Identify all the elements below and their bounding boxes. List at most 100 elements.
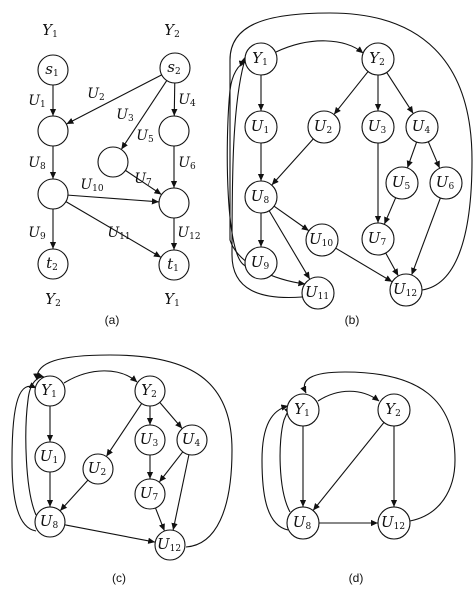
node-circle	[34, 506, 66, 538]
node-u6: U6	[429, 166, 463, 200]
panel-caption: (d)	[349, 571, 364, 585]
edge-label-u10-symbol: U	[80, 177, 93, 193]
edge-label-u12-subscript: 12	[189, 232, 200, 242]
node-circle	[37, 178, 69, 210]
bottom-label-1-subscript: 2	[55, 299, 61, 309]
edge-y2-to-u8	[312, 422, 385, 511]
top-label-1: Y1	[42, 21, 58, 40]
node-u4: U4	[176, 424, 208, 456]
node-circle	[361, 110, 395, 144]
node-u12: U12	[377, 506, 411, 540]
edge-label-u10: U10	[80, 177, 104, 194]
node-circle	[134, 375, 166, 407]
feedback-u8-to-y1	[261, 404, 289, 531]
feedback-u8-to-y2	[25, 372, 45, 516]
node-circle	[244, 246, 278, 280]
top-label-1-symbol: Y	[42, 21, 54, 39]
edge-label-u2: U2	[87, 86, 105, 103]
node-label-u7-symbol: U	[140, 484, 154, 502]
node-circle	[176, 424, 208, 456]
node-circle	[361, 42, 395, 76]
node-label-y2: Y2	[141, 381, 157, 400]
node-y1: Y1	[34, 375, 66, 407]
node-label-u8: U8	[40, 512, 59, 531]
node-label-u4-symbol: U	[182, 430, 196, 448]
edge-label-u4-subscript: 4	[190, 99, 196, 109]
node-label-u5-symbol: U	[392, 173, 406, 191]
node-label-u5: U5	[392, 173, 411, 192]
node-label-y1: Y1	[41, 381, 57, 400]
node-label-u11: U11	[305, 283, 329, 302]
edge-label-u8: U8	[28, 155, 46, 172]
node-circle	[361, 222, 395, 256]
node-circle	[307, 110, 341, 144]
node-a	[37, 115, 69, 147]
node-circle	[158, 187, 190, 219]
node-label-u8-symbol: U	[40, 512, 54, 530]
node-label-t2-symbol: t	[46, 254, 53, 272]
node-label-u3-subscript: 3	[380, 126, 386, 136]
node-circle	[159, 52, 191, 84]
edge-label-u11: U11	[107, 225, 130, 242]
edge-label-u12: U12	[177, 225, 200, 242]
node-u7: U7	[361, 222, 395, 256]
bottom-label-1: Y2	[45, 290, 61, 309]
node-circle	[405, 110, 439, 144]
node-label-u10-symbol: U	[309, 230, 323, 248]
edge-u4-to-u12	[171, 454, 190, 531]
edge-u10-to-u12	[335, 247, 393, 283]
node-label-u2: U2	[88, 459, 106, 478]
edge-u6-to-u12	[411, 197, 441, 275]
node-label-u8-symbol: U	[293, 513, 307, 531]
node-label-u12: U12	[381, 513, 405, 532]
node-circle	[244, 42, 278, 76]
node-y1: Y1	[244, 42, 278, 76]
node-label-u10: U10	[309, 230, 333, 249]
node-circle	[244, 110, 278, 144]
node-label-u8-subscript: 8	[305, 522, 311, 532]
edge-label-u9-symbol: U	[28, 225, 41, 241]
node-circle	[286, 393, 320, 427]
node-circle	[305, 223, 339, 257]
node-label-y2: Y2	[385, 400, 401, 419]
node-label-u4-subscript: 4	[424, 126, 430, 136]
node-circle	[37, 115, 69, 147]
node-u12: U12	[389, 273, 423, 307]
node-label-u5-subscript: 5	[404, 182, 410, 192]
bottom-label-2-symbol: Y	[164, 290, 176, 308]
feedback-u8-to-y1	[11, 382, 37, 532]
edge-b-to-t1	[65, 201, 161, 258]
node-d	[158, 115, 190, 147]
node-label-u8-subscript: 8	[52, 521, 58, 531]
node-u7: U7	[134, 478, 166, 510]
edge-label-u10-subscript: 10	[92, 184, 104, 194]
edge-s2-to-c	[121, 80, 168, 150]
edge-b-to-e	[67, 194, 159, 205]
node-label-u11-symbol: U	[305, 283, 319, 301]
node-circle	[37, 54, 69, 86]
node-circle	[97, 146, 129, 178]
node-t2: t2	[37, 248, 69, 280]
node-label-s1-symbol: s	[45, 60, 53, 78]
node-u5: U5	[385, 166, 419, 200]
node-label-u7-subscript: 7	[380, 238, 386, 248]
node-label-u6-subscript: 6	[448, 182, 454, 192]
node-label-u1-symbol: U	[40, 447, 54, 465]
feedback-u12-to-y1	[33, 354, 233, 548]
edge-label-u3: U3	[116, 107, 134, 124]
node-label-u9: U9	[251, 253, 270, 272]
node-label-u3-symbol: U	[368, 117, 382, 135]
node-circle	[429, 166, 463, 200]
node-u2: U2	[307, 110, 341, 144]
edge-label-u7-symbol: U	[134, 171, 147, 187]
node-label-t2: t2	[46, 254, 58, 273]
bottom-label-2-subscript: 1	[174, 299, 180, 309]
bottom-label-1-symbol: Y	[45, 290, 57, 308]
node-circle	[377, 506, 411, 540]
node-label-t2-subscript: 2	[52, 263, 58, 273]
node-label-u8: U8	[293, 513, 312, 532]
node-label-t1-subscript: 1	[173, 264, 179, 274]
edge-label-u5-subscript: 5	[148, 135, 154, 145]
node-label-y1-subscript: 1	[304, 409, 310, 419]
node-label-s1-subscript: 1	[53, 69, 59, 79]
